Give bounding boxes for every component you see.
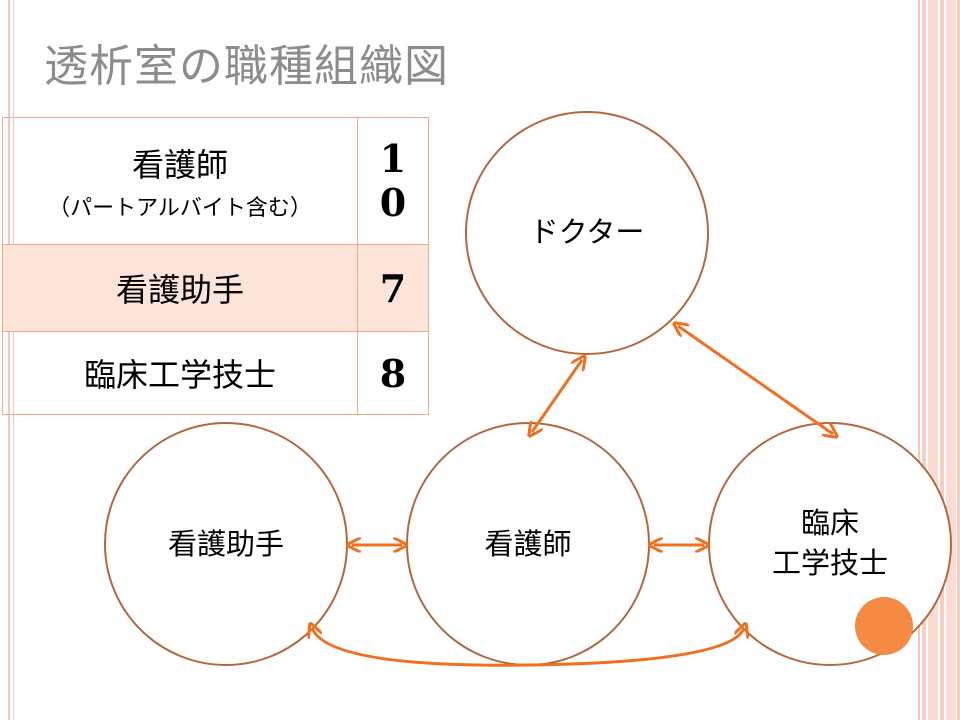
count-cell: 7	[357, 244, 429, 332]
table-row: 看護助手 7	[2, 244, 429, 332]
role-label: 看護師	[131, 146, 228, 184]
right-frame-line	[918, 0, 920, 720]
count-digit: 1	[379, 136, 407, 181]
table-row: 看護師 （パートアルバイト含む） 1 0	[2, 117, 429, 245]
doctor-node-label: ドクター	[529, 215, 645, 249]
engineer-label-line2: 工学技士	[771, 546, 888, 580]
doctor-nurse-arrow	[532, 360, 582, 432]
right-decorative-band	[922, 0, 960, 720]
aide-node-label: 看護助手	[167, 527, 284, 561]
nurse-node-label: 看護師	[484, 527, 572, 561]
accent-dot	[855, 597, 913, 655]
staff-count-table: 看護師 （パートアルバイト含む） 1 0 看護助手 7 臨床工学技士 8	[2, 117, 429, 415]
count-cell: 1 0	[357, 117, 429, 245]
role-note: （パートアルバイト含む）	[48, 196, 312, 221]
table-row: 臨床工学技士 8	[2, 331, 429, 415]
engineer-node-label: 臨床 工学技士	[730, 503, 930, 583]
engineer-label-line1: 臨床	[800, 506, 859, 540]
count-cell: 8	[357, 331, 429, 415]
role-cell: 看護助手	[2, 244, 358, 332]
role-cell: 看護師 （パートアルバイト含む）	[2, 117, 358, 245]
aide-engineer-curve-arrow	[312, 628, 744, 667]
role-cell: 臨床工学技士	[2, 331, 358, 415]
count-digit: 0	[379, 180, 407, 225]
slide-title: 透析室の職種組織図	[44, 41, 449, 92]
doctor-engineer-arrow	[678, 326, 833, 434]
